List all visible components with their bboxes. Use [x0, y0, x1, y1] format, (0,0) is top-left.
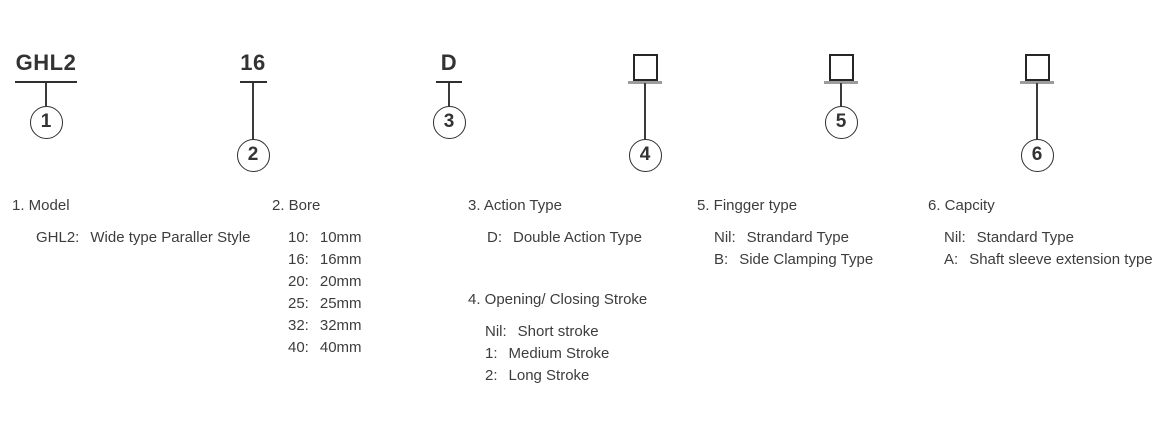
connector-line-5	[840, 83, 842, 106]
circle-number-6: 6	[1031, 144, 1043, 165]
item-value: 20mm	[319, 273, 362, 290]
code-placeholder-box-6	[1024, 54, 1050, 81]
legend-item: A: Shaft sleeve extension type	[944, 249, 1153, 271]
position-circle-3: 3	[432, 105, 466, 139]
legend-item: 20: 20mm	[288, 271, 362, 293]
item-value: 16mm	[319, 251, 362, 268]
circle-number-2: 2	[247, 144, 259, 165]
item-key: 32:	[288, 317, 309, 334]
item-value: Double Action Type	[513, 229, 642, 246]
item-key: Nil:	[944, 229, 966, 246]
position-circle-6: 6	[1020, 138, 1054, 172]
code-value-1: GHL2	[15, 50, 77, 75]
item-key: A:	[944, 251, 959, 268]
item-value: Side Clamping Type	[739, 251, 874, 268]
code-underline-6	[1020, 81, 1054, 84]
code-value-3: D	[440, 50, 458, 75]
code-underline-3	[436, 81, 462, 83]
connector-line-4	[644, 83, 646, 139]
item-value: 10mm	[319, 229, 362, 246]
item-key: 2:	[485, 367, 498, 384]
item-key: B:	[714, 251, 729, 268]
position-circle-2: 2	[236, 138, 270, 172]
legend-item: 1: Medium Stroke	[485, 343, 609, 365]
item-value: Shaft sleeve extension type	[969, 251, 1153, 268]
code-placeholder-box-4	[632, 54, 658, 81]
item-key: 25:	[288, 295, 309, 312]
legend-item: Nil: Strandard Type	[714, 227, 873, 249]
item-key: Nil:	[485, 323, 507, 340]
item-key: 10:	[288, 229, 309, 246]
item-value: Short stroke	[517, 323, 599, 340]
section-items-3: D: Double Action Type	[487, 227, 642, 249]
code-placeholder-box-5	[828, 54, 854, 81]
legend-item: B: Side Clamping Type	[714, 249, 873, 271]
circle-number-3: 3	[443, 111, 455, 132]
position-circle-1: 1	[29, 105, 63, 139]
item-value: 40mm	[319, 339, 362, 356]
item-key: Nil:	[714, 229, 736, 246]
section-items-1: GHL2: Wide type Paraller Style	[36, 227, 250, 249]
item-key: D:	[487, 229, 502, 246]
section-heading-6: 6. Capcity	[928, 197, 995, 214]
connector-line-2	[252, 83, 254, 139]
item-key: 20:	[288, 273, 309, 290]
circle-number-4: 4	[639, 144, 651, 165]
code-underline-2	[239, 81, 267, 83]
item-value: Standard Type	[976, 229, 1074, 246]
circle-number-1: 1	[40, 111, 52, 132]
connector-line-1	[45, 83, 47, 106]
item-key: 1:	[485, 345, 498, 362]
legend-item: D: Double Action Type	[487, 227, 642, 249]
section-heading-1: 1. Model	[12, 197, 70, 214]
legend-item: GHL2: Wide type Paraller Style	[36, 227, 250, 249]
legend-item: 10: 10mm	[288, 227, 362, 249]
position-circle-5: 5	[824, 105, 858, 139]
section-heading-5: 5. Fingger type	[697, 197, 798, 214]
legend-item: 25: 25mm	[288, 293, 362, 315]
item-key: 40:	[288, 339, 309, 356]
code-value-2: 16	[240, 50, 266, 75]
position-circle-4: 4	[628, 138, 662, 172]
connector-line-6	[1036, 83, 1038, 139]
item-value: Wide type Paraller Style	[90, 229, 251, 246]
item-value: Strandard Type	[746, 229, 849, 246]
legend-item: 2: Long Stroke	[485, 365, 609, 387]
circle-number-5: 5	[835, 111, 847, 132]
legend-item: 40: 40mm	[288, 337, 362, 359]
item-value: Medium Stroke	[508, 345, 610, 362]
section-heading-4: 4. Opening/ Closing Stroke	[468, 291, 648, 308]
legend-item: 16: 16mm	[288, 249, 362, 271]
item-key: GHL2:	[36, 229, 80, 246]
code-underline-5	[824, 81, 858, 84]
legend-item: Nil: Short stroke	[485, 321, 609, 343]
legend-item: Nil: Standard Type	[944, 227, 1153, 249]
code-underline-1	[15, 81, 77, 83]
code-underline-4	[628, 81, 662, 84]
section-heading-3: 3. Action Type	[468, 197, 562, 214]
connector-line-3	[448, 83, 450, 106]
item-key: 16:	[288, 251, 309, 268]
legend-item: 32: 32mm	[288, 315, 362, 337]
item-value: 32mm	[319, 317, 362, 334]
section-heading-2: 2. Bore	[272, 197, 321, 214]
item-value: Long Stroke	[508, 367, 590, 384]
section-items-4: Nil: Short stroke 1: Medium Stroke 2: Long St…	[485, 321, 609, 387]
item-value: 25mm	[319, 295, 362, 312]
